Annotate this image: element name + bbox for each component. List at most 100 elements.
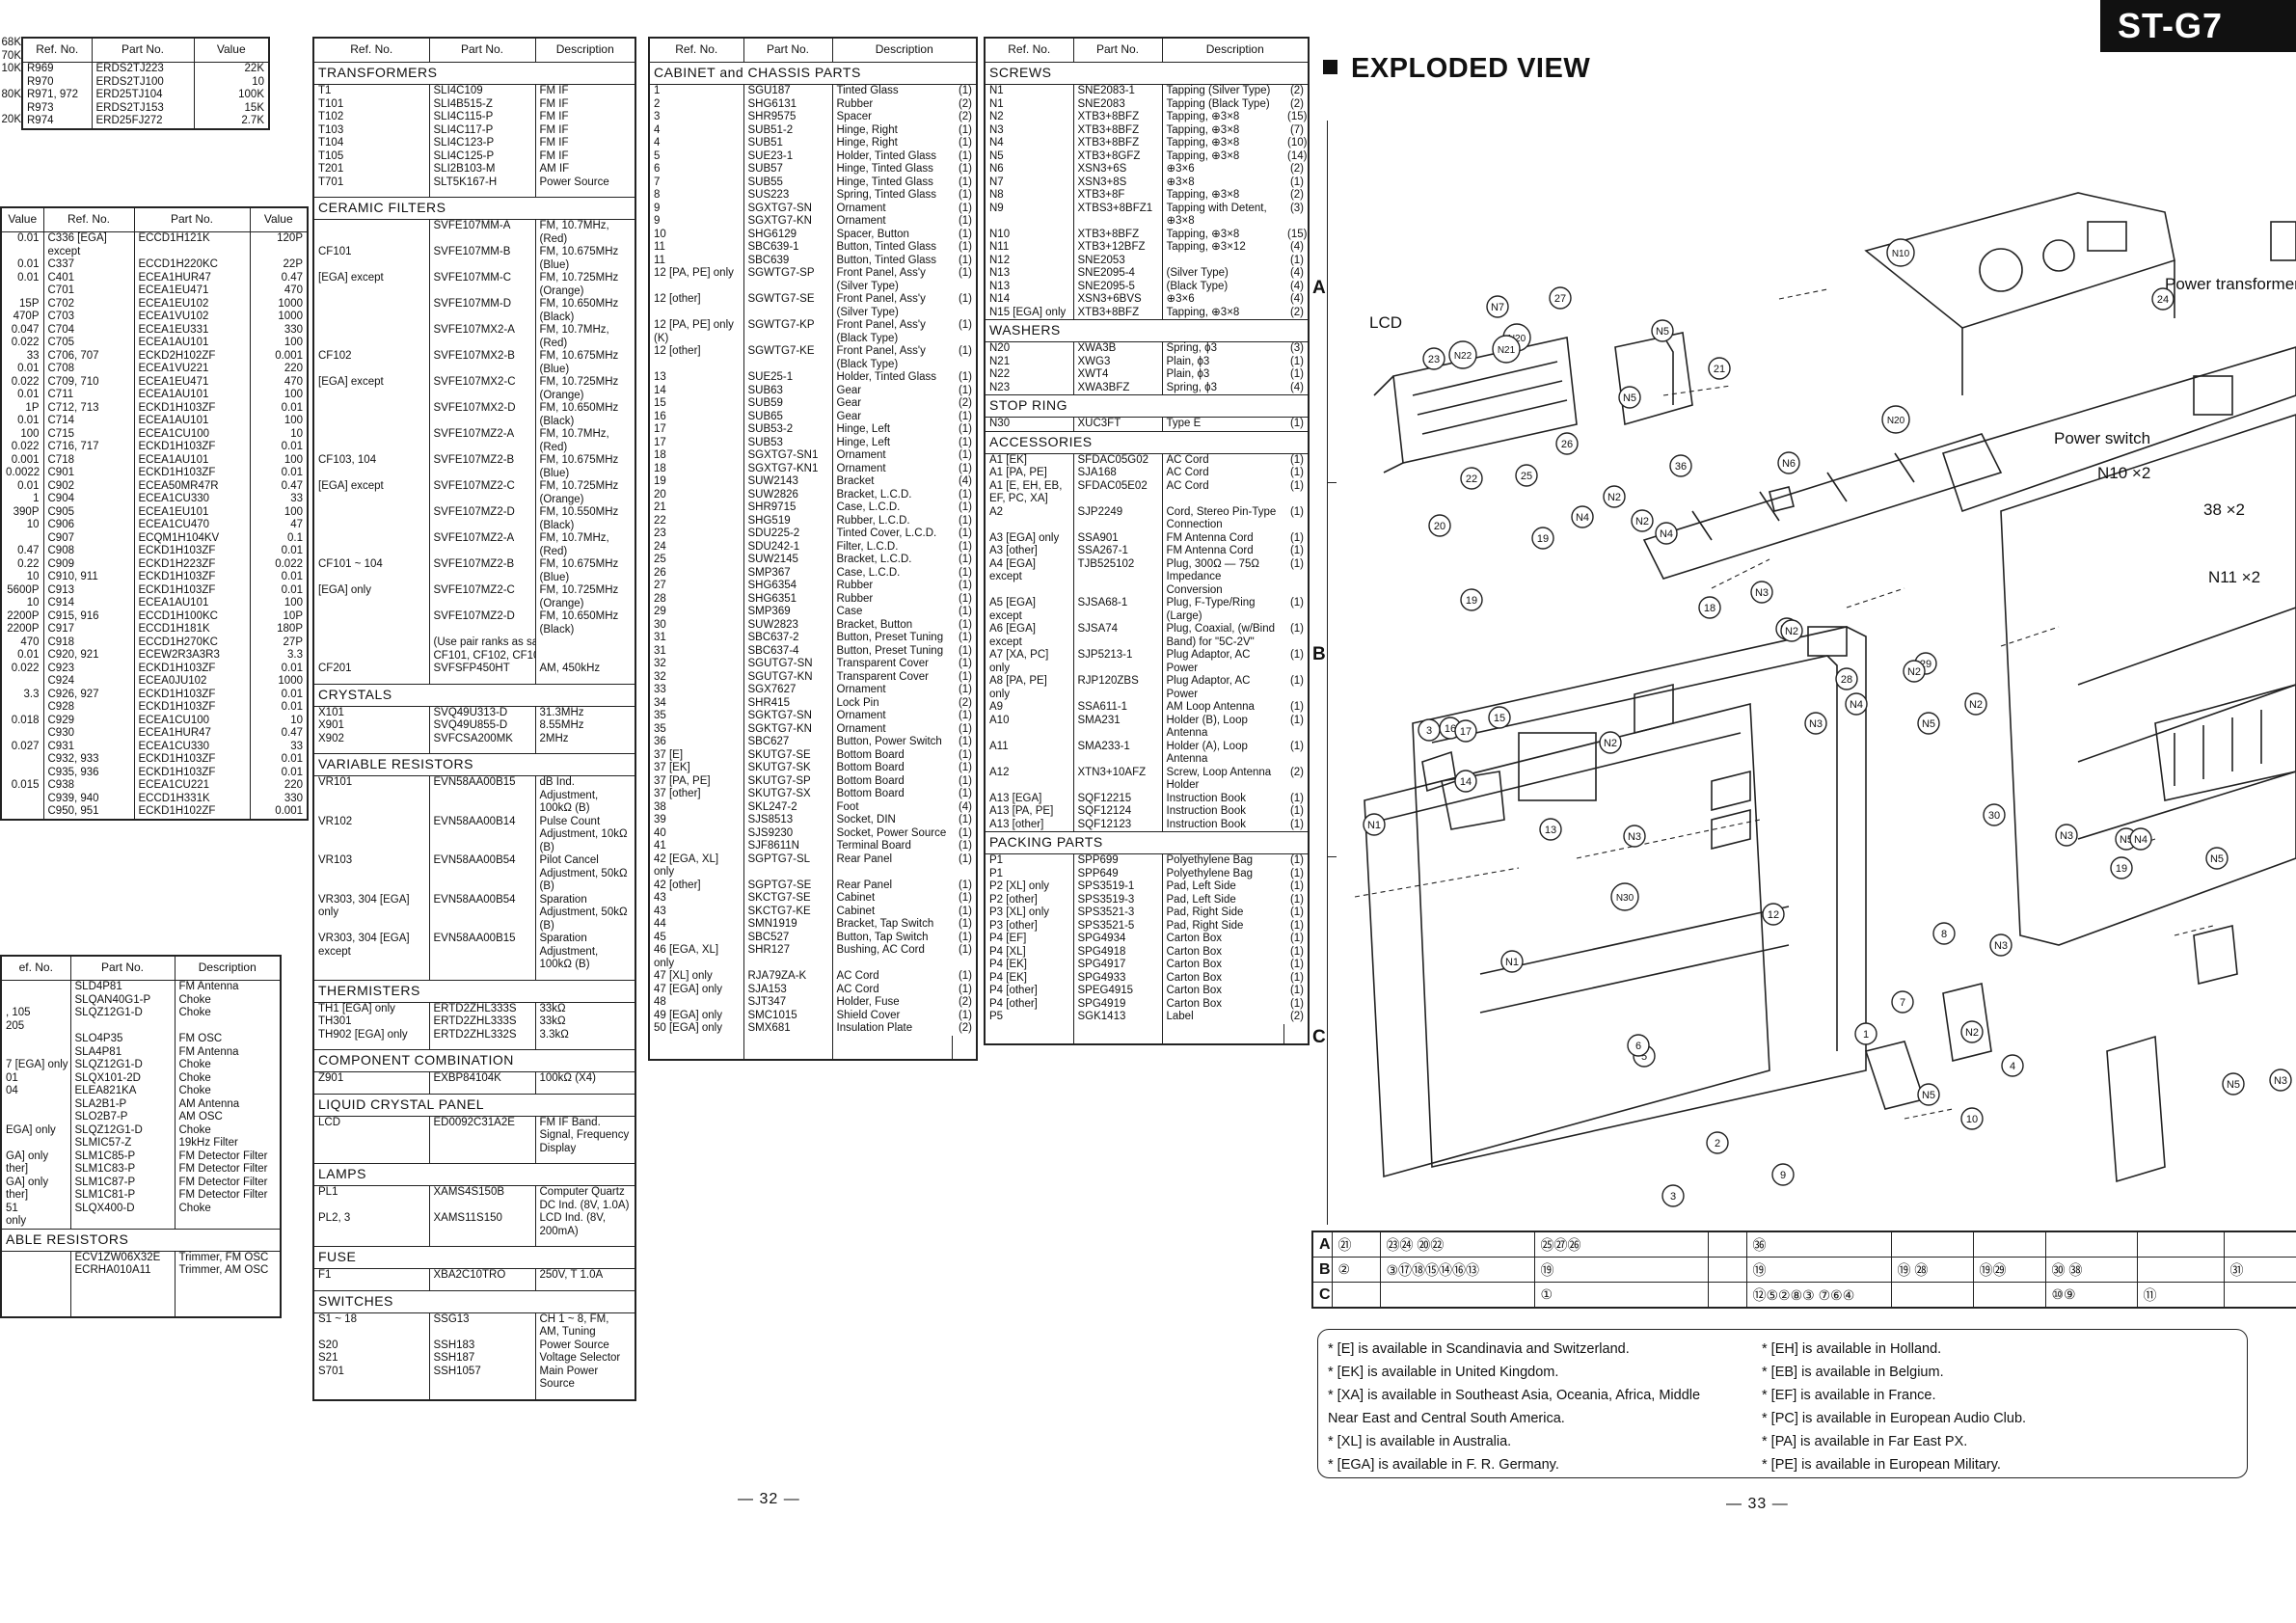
description: Rubber [831,592,952,606]
callout-label: N1 [1367,820,1381,831]
part-no: SVFE107MZ2-A [428,428,536,454]
part-no: SVFE107MZ2-D [428,610,536,636]
description: ⊕3×6 [1161,163,1283,176]
part-no: SSG13 [428,1312,536,1339]
ref-no: N30 [984,417,1074,431]
part-no: SVFE107MX2-A [428,324,536,350]
part-no: SKUTG7-SP [743,774,833,788]
ref-no: PL2, 3 [312,1212,430,1238]
quantity: (4) [952,800,978,814]
part-no: SLMIC57-Z [69,1137,176,1150]
section-header: FUSE [312,1246,636,1269]
index-cell: ③⑰⑱⑮⑭⑯⑬ [1379,1257,1535,1283]
ref-no: VR303, 304 [EGA] except [312,933,430,972]
section-title: TRANSFORMERS [312,62,636,85]
quantity: (1) [1283,893,1310,906]
description: FM, 10.725MHz (Orange) [534,480,636,506]
ref-no [312,532,430,558]
quantity: (1) [952,592,978,606]
quantity: (1) [1283,906,1310,920]
part-no: SPG4934 [1072,933,1163,946]
description: FM Detector Filter [174,1150,282,1163]
description: Case, L.C.D. [831,566,952,580]
ref-no: 7 [648,176,744,189]
value: 470 [249,375,309,389]
quantity: (1) [1283,805,1310,819]
callout-circle [1777,451,1800,474]
quantity: (1) [1283,867,1310,880]
value-left [0,284,44,298]
description: Sparation Adjustment, 50kΩ (B) [534,893,636,933]
note-line: * [PE] is available in European Military… [1762,1457,2001,1473]
description: Tapping, ⊕3×8 [1161,306,1283,320]
part-no: ECKD1H103ZF [133,441,251,454]
ref-no: P5 [984,1011,1074,1024]
quantity: (1) [952,384,978,397]
quantity: (3) [1283,202,1310,229]
ref-no: 4 [648,123,744,137]
value: 100 [249,337,309,350]
callout-circle [1610,882,1639,911]
ref-no: N21 [984,355,1074,368]
part-no: XSN3+8S [1072,176,1163,189]
callout-circle [2269,1068,2292,1092]
section-header: COMPONENT COMBINATION [312,1049,636,1072]
quantity: (2) [952,397,978,411]
quantity: (1) [1283,545,1310,558]
value-left: 100 [0,427,44,441]
part-no: XTB3+8BFZ [1072,306,1163,320]
ref-no: 33 [648,684,744,697]
quantity: (1) [952,983,978,996]
part-no: ECKD1H103ZF [133,545,251,558]
callout-label: N2 [1785,626,1798,637]
part-no: SLQZ12G1-D [69,1007,176,1020]
callout-label: N20 [1887,416,1905,426]
callout-circle [1762,903,1785,926]
ref-no: T101 [312,97,430,111]
section-header: LAMPS [312,1163,636,1186]
part-no: ECEA1AU101 [133,597,251,610]
part-no: SUB53-2 [743,423,833,437]
description: Cabinet [831,892,952,906]
table-row: (Use pair ranks as same as [312,636,636,650]
cell [312,1085,430,1094]
ref-no: 15 [648,397,744,411]
value-left: 1 [0,493,44,506]
ref-no: C929 [42,714,135,727]
ref-no: T701 [312,176,430,189]
callout-circle [1655,522,1678,545]
quantity: (1) [1283,919,1310,933]
ref-no: 47 [EGA] only [648,983,744,996]
callout-circle [1418,718,1441,742]
part-no: SSA611-1 [1072,701,1163,715]
part-no: SJSA74 [1072,623,1163,649]
ref-no: R973 [21,101,93,115]
quantity: (1) [952,189,978,203]
quantity: (1) [952,670,978,684]
description: FM, 10.675MHz (Blue) [534,558,636,584]
ref-no: 45 [648,931,744,944]
quantity: (1) [952,254,978,267]
